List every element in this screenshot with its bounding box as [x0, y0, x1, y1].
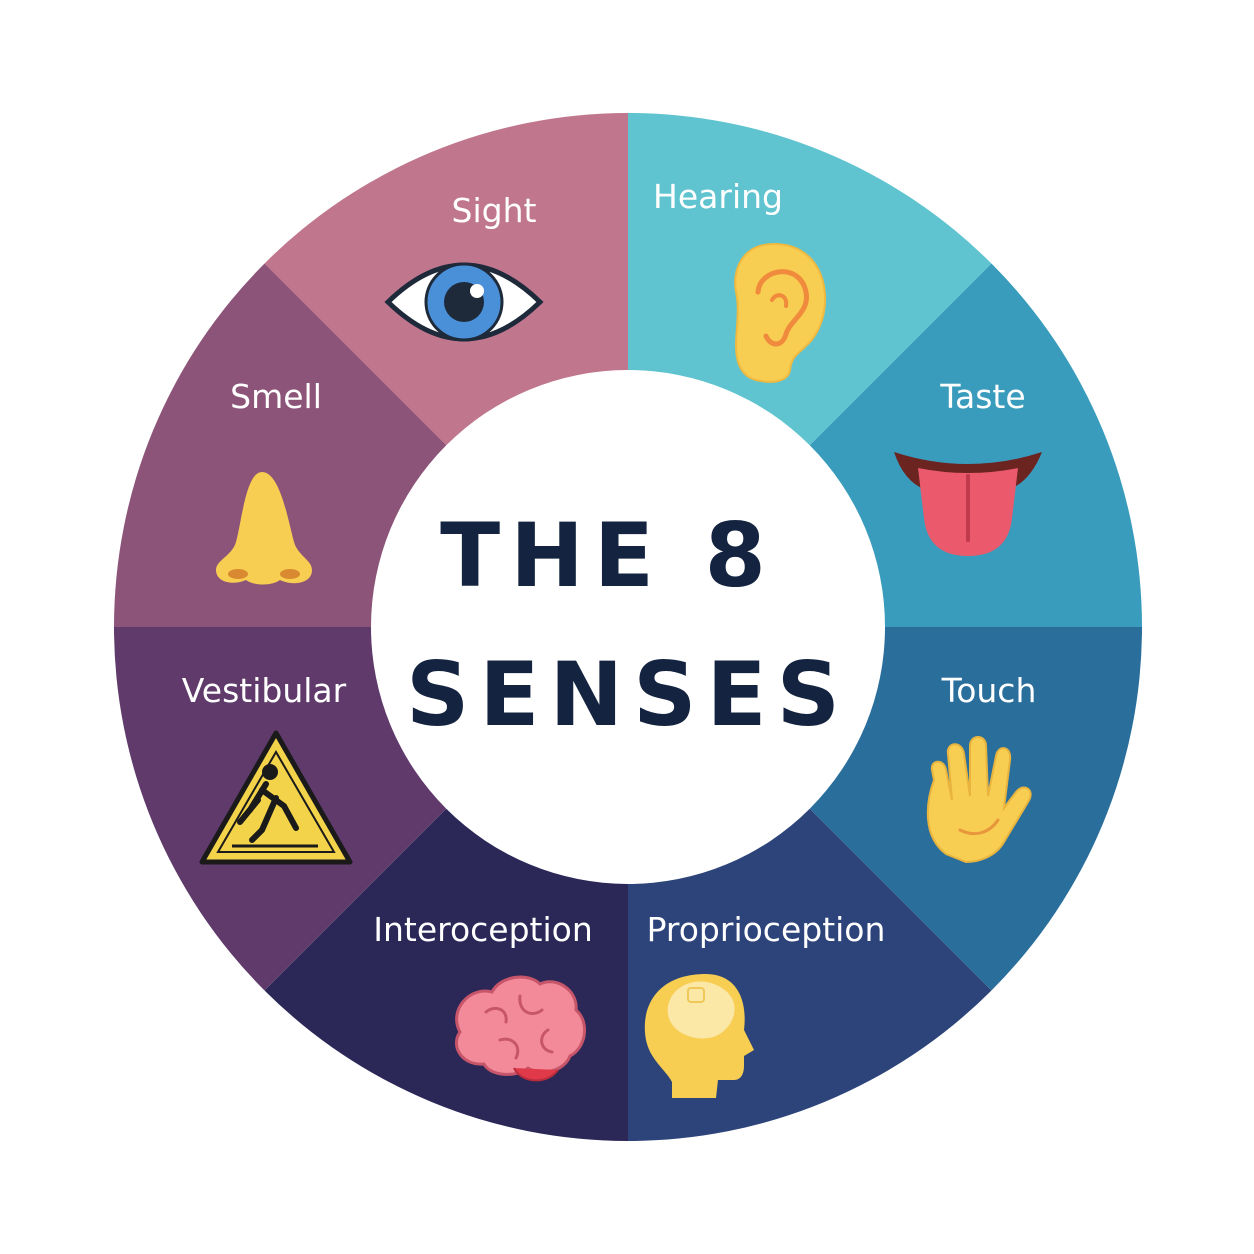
center-circle	[371, 370, 885, 884]
head-icon	[644, 974, 754, 1098]
tongue-icon	[894, 452, 1042, 556]
segment-interoception	[114, 627, 628, 1141]
label-proprioception: Proprioception	[647, 910, 886, 949]
ear-icon	[734, 242, 826, 383]
title-line-1: THE 8	[440, 504, 776, 607]
label-hearing: Hearing	[653, 177, 783, 216]
caution-sign-icon	[199, 730, 353, 865]
eye-icon	[384, 262, 544, 342]
hand-icon	[926, 736, 1032, 864]
label-sight: Sight	[452, 191, 537, 230]
segment-touch	[628, 627, 1142, 1141]
nose-icon	[216, 472, 312, 585]
label-touch: Touch	[941, 671, 1037, 710]
label-smell: Smell	[230, 377, 322, 416]
label-interoception: Interoception	[373, 910, 593, 949]
title-line-2: SENSES	[406, 643, 850, 746]
label-vestibular: Vestibular	[182, 671, 347, 710]
label-taste: Taste	[939, 377, 1025, 416]
segment-taste	[628, 113, 1142, 627]
brain-icon	[454, 975, 586, 1082]
